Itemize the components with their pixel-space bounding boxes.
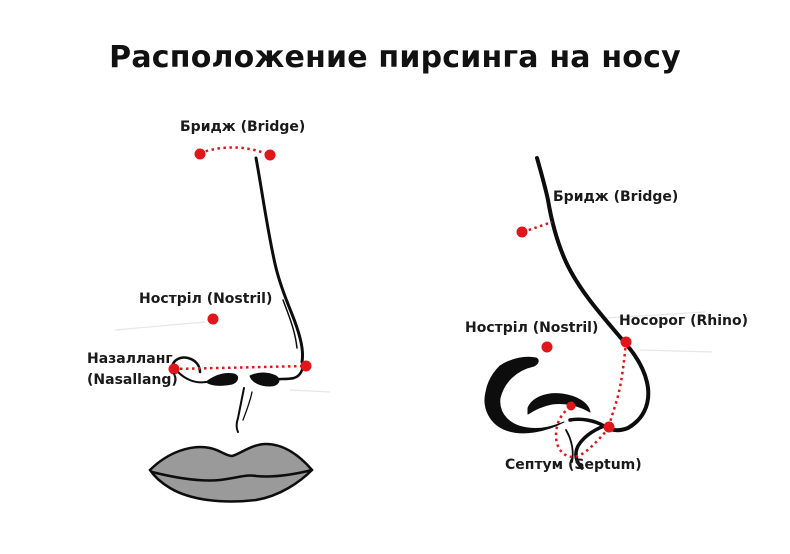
- front-nasallang-label-line2: (Nasallang): [87, 372, 178, 388]
- nasallang-left-dot: [168, 363, 180, 375]
- side-markers: [516, 220, 632, 459]
- bridge-dotted-arc: [199, 146, 271, 157]
- nasallang-right-dot: [300, 360, 312, 372]
- septum-dot: [603, 421, 615, 433]
- bridge-right-dot: [264, 149, 276, 161]
- page-title: Расположение пирсинга на носу: [109, 40, 681, 75]
- front-nasallang-label-line1: Назалланг: [87, 351, 173, 367]
- front-nose-drawing: [170, 156, 304, 433]
- front-bridge-label: Бридж (Bridge): [180, 119, 306, 135]
- rhino-dot: [620, 336, 632, 348]
- side-rhino-label: Носорог (Rhino): [619, 313, 749, 329]
- side-bridge-dotted-line: [522, 220, 553, 234]
- side-septum-label: Септум (Septum): [505, 457, 642, 473]
- rhino-dotted-line: [607, 341, 628, 427]
- background-shadows: [114, 311, 713, 393]
- side-nose-drawing: [484, 156, 651, 470]
- nasallang-dotted-line: [173, 364, 307, 371]
- side-nostril-dot: [541, 341, 553, 353]
- side-nostril-label: Ностріл (Nostril): [465, 320, 599, 336]
- septum-dotted-loop: [554, 404, 610, 459]
- front-markers: [168, 146, 312, 375]
- nostril-dot: [207, 313, 219, 325]
- front-nostril-label: Ностріл (Nostril): [139, 291, 273, 307]
- septum-inner-dot: [566, 401, 576, 411]
- bridge-left-dot: [194, 148, 206, 160]
- side-bridge-label: Бридж (Bridge): [553, 189, 679, 205]
- lips-drawing: [148, 442, 314, 503]
- side-bridge-dot: [516, 226, 528, 238]
